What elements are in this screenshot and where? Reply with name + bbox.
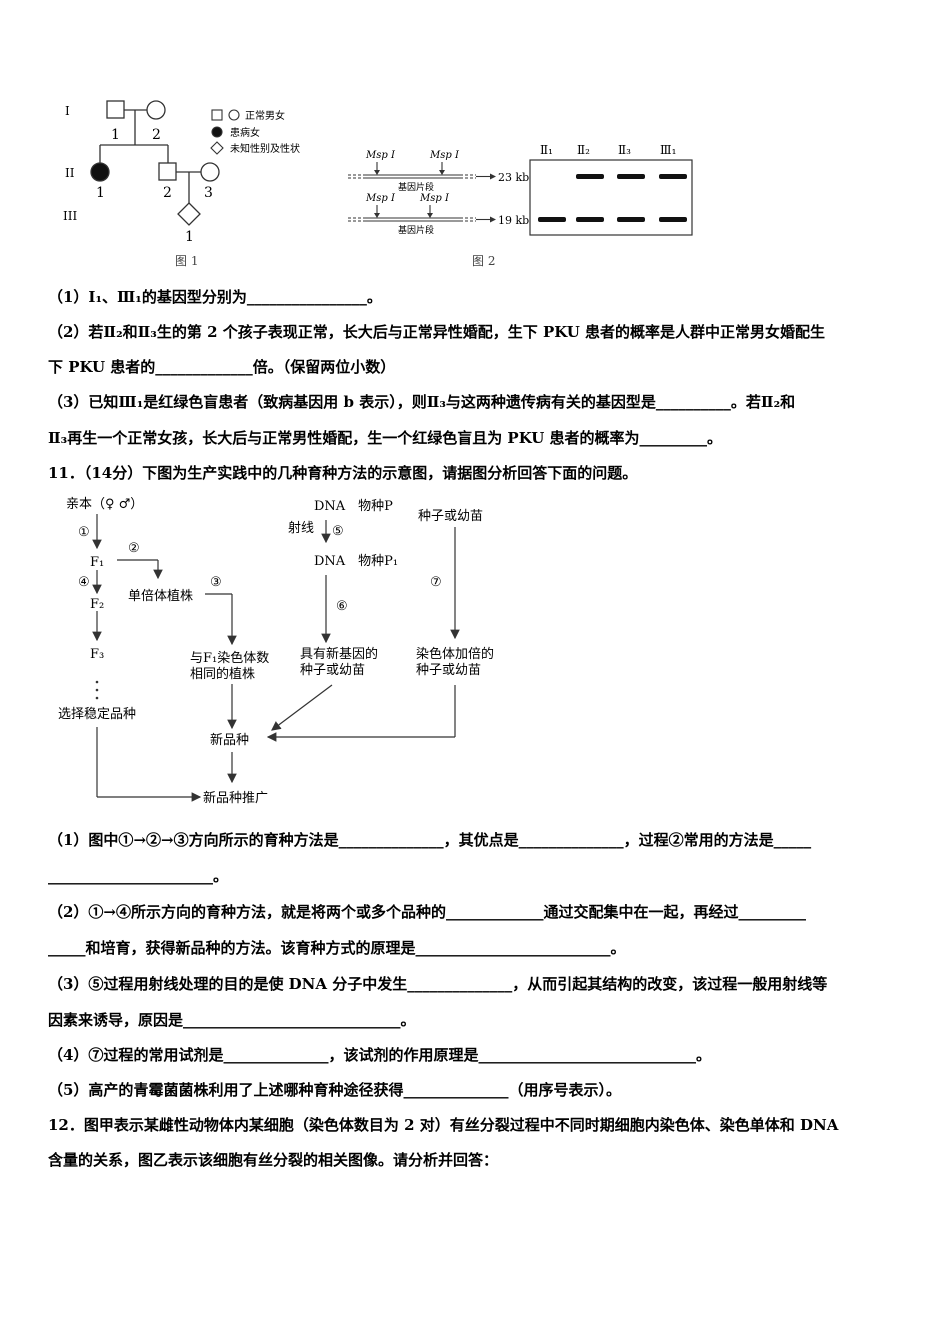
- pedigree-figure: I II III 1 2 1 2 3 1 正常男女 患病女 未知性别及性状 图 …: [63, 100, 300, 268]
- step-6: ⑥: [336, 599, 348, 614]
- F2-label: F₂: [90, 597, 104, 612]
- size-23kb: 23 kb: [498, 171, 529, 184]
- step-7: ⑦: [430, 575, 442, 590]
- individual-I2: 2: [152, 127, 161, 143]
- q11-part3-line1: （3）⑤过程用射线处理的目的是使 DNA 分子中发生______________…: [48, 975, 828, 993]
- select-stable-label: 选择稳定品种: [58, 706, 136, 722]
- q11-part2-line1: （2）①→④所示方向的育种方法，就是将两个或多个品种的_____________…: [48, 903, 807, 921]
- step-3: ③: [210, 575, 222, 590]
- lane-label-3: Ⅱ₃: [618, 143, 631, 157]
- new-gene-label-1: 具有新基因的: [300, 646, 378, 662]
- band-23kb-lane-4: [659, 174, 687, 179]
- q12-line1: 12．图甲表示某雌性动物体内某细胞（染色体数目为 2 对）有丝分裂过程中不同时期…: [48, 1116, 839, 1134]
- gen-label-III: III: [63, 209, 77, 223]
- legend-affected-female: 患病女: [230, 126, 260, 139]
- breeding-diagram: 亲本（♀ ♂） ① F₁ ② ④ F₂ F₃ 选择稳定品种 单倍体植株 ③ 与F…: [58, 497, 494, 806]
- q11-part5: （5）高产的青霉菌菌株利用了上述哪种育种途径获得______________（用…: [48, 1081, 621, 1099]
- band-19kb-lane-3: [617, 217, 645, 222]
- double-label-2: 种子或幼苗: [416, 663, 481, 678]
- q10-part2-line2: 下 PKU 患者的_____________倍。（保留两位小数）: [48, 358, 396, 376]
- gel-bands: [538, 174, 687, 222]
- ray-label: 射线: [288, 520, 314, 536]
- fig2-caption: 图 2: [472, 254, 495, 268]
- step-5: ⑤: [332, 524, 344, 539]
- q10-part3-line2: Ⅱ₃再生一个正常女孩，长大后与正常男性婚配，生一个红绿色盲且为 PKU 患者的概…: [48, 429, 723, 447]
- lane-label-4: Ⅲ₁: [660, 143, 676, 157]
- lane-label-2: Ⅱ₂: [577, 143, 590, 157]
- electrophoresis-figure: Msp Ⅰ Msp Ⅰ Msp Ⅰ Msp Ⅰ 基因片段 基因片段 23 kb …: [348, 143, 693, 268]
- legend-normal: 正常男女: [245, 109, 285, 122]
- q10-part3-line1: （3）已知Ⅲ₁是红绿色盲患者（致病基因用 b 表示），则Ⅱ₃与这两种遗传病有关的…: [48, 393, 796, 411]
- individual-II3: 3: [204, 185, 213, 201]
- step-1: ①: [78, 525, 90, 540]
- q11-part1-line1: （1）图中①→②→③方向所示的育种方法是______________，其优点是_…: [48, 831, 812, 849]
- dna-p-label: DNA 物种P: [314, 499, 393, 514]
- promote-label: 新品种推广: [203, 790, 268, 806]
- individual-III1: 1: [185, 229, 194, 245]
- band-19kb-lane-1: [538, 217, 566, 222]
- band-23kb-lane-3: [617, 174, 645, 179]
- band-19kb-lane-2: [576, 217, 604, 222]
- individual-I1: 1: [111, 127, 120, 143]
- msp-label-2: Msp Ⅰ: [429, 150, 460, 161]
- fragment-label-2: 基因片段: [398, 224, 434, 236]
- q11-title: 11．（14分）下图为生产实践中的几种育种方法的示意图，请据图分析回答下面的问题…: [48, 464, 638, 482]
- msp-label-1: Msp Ⅰ: [365, 150, 396, 161]
- step-4: ④: [78, 575, 90, 590]
- same-chrom-label-1: 与F₁染色体数: [190, 650, 269, 666]
- gel-box: [529, 159, 693, 236]
- q11-part4: （4）⑦过程的常用试剂是______________，该试剂的作用原理是____…: [48, 1046, 711, 1064]
- individual-II2: 2: [163, 185, 172, 201]
- fragment-label-1: 基因片段: [398, 181, 434, 193]
- msp-label-3: Msp Ⅰ: [365, 193, 396, 204]
- q11-part3-line2: 因素来诱导，原因是_____________________________。: [48, 1011, 416, 1029]
- seed-label: 种子或幼苗: [418, 509, 483, 524]
- band-19kb-lane-4: [659, 217, 687, 222]
- new-variety-label: 新品种: [210, 732, 249, 748]
- individual-II1: 1: [96, 185, 105, 201]
- fig1-caption: 图 1: [175, 254, 198, 268]
- legend-unknown: 未知性别及性状: [230, 142, 300, 155]
- size-19kb: 19 kb: [498, 214, 529, 227]
- new-gene-label-2: 种子或幼苗: [300, 663, 365, 678]
- dna-p1-label: DNA 物种P₁: [314, 554, 398, 569]
- q10-part2-line1: （2）若Ⅱ₂和Ⅱ₃生的第 2 个孩子表现正常，长大后与正常异性婚配，生下 PKU…: [48, 323, 826, 341]
- q12-line2: 含量的关系，图乙表示该细胞有丝分裂的相关图像。请分析并回答：: [48, 1151, 499, 1169]
- step-2: ②: [128, 541, 140, 556]
- double-label-1: 染色体加倍的: [416, 646, 494, 662]
- parents-label: 亲本（♀ ♂）: [66, 497, 143, 512]
- q10-part1: （1）I₁、Ⅲ₁的基因型分别为________________。: [48, 288, 382, 306]
- F3-label: F₃: [90, 647, 104, 662]
- gen-label-II: II: [65, 166, 75, 180]
- msp-label-4: Msp Ⅰ: [419, 193, 450, 204]
- band-23kb-lane-2: [576, 174, 604, 179]
- q11-part1-line2: ______________________。: [48, 867, 229, 885]
- q11-part2-line2: _____和培育，获得新品种的方法。该育种方式的原理是_____________…: [48, 939, 626, 957]
- same-chrom-label-2: 相同的植株: [190, 666, 255, 682]
- haploid-label: 单倍体植株: [128, 589, 193, 604]
- gen-label-I: I: [65, 104, 70, 118]
- lane-label-1: Ⅱ₁: [540, 143, 553, 157]
- F1-label: F₁: [90, 555, 104, 570]
